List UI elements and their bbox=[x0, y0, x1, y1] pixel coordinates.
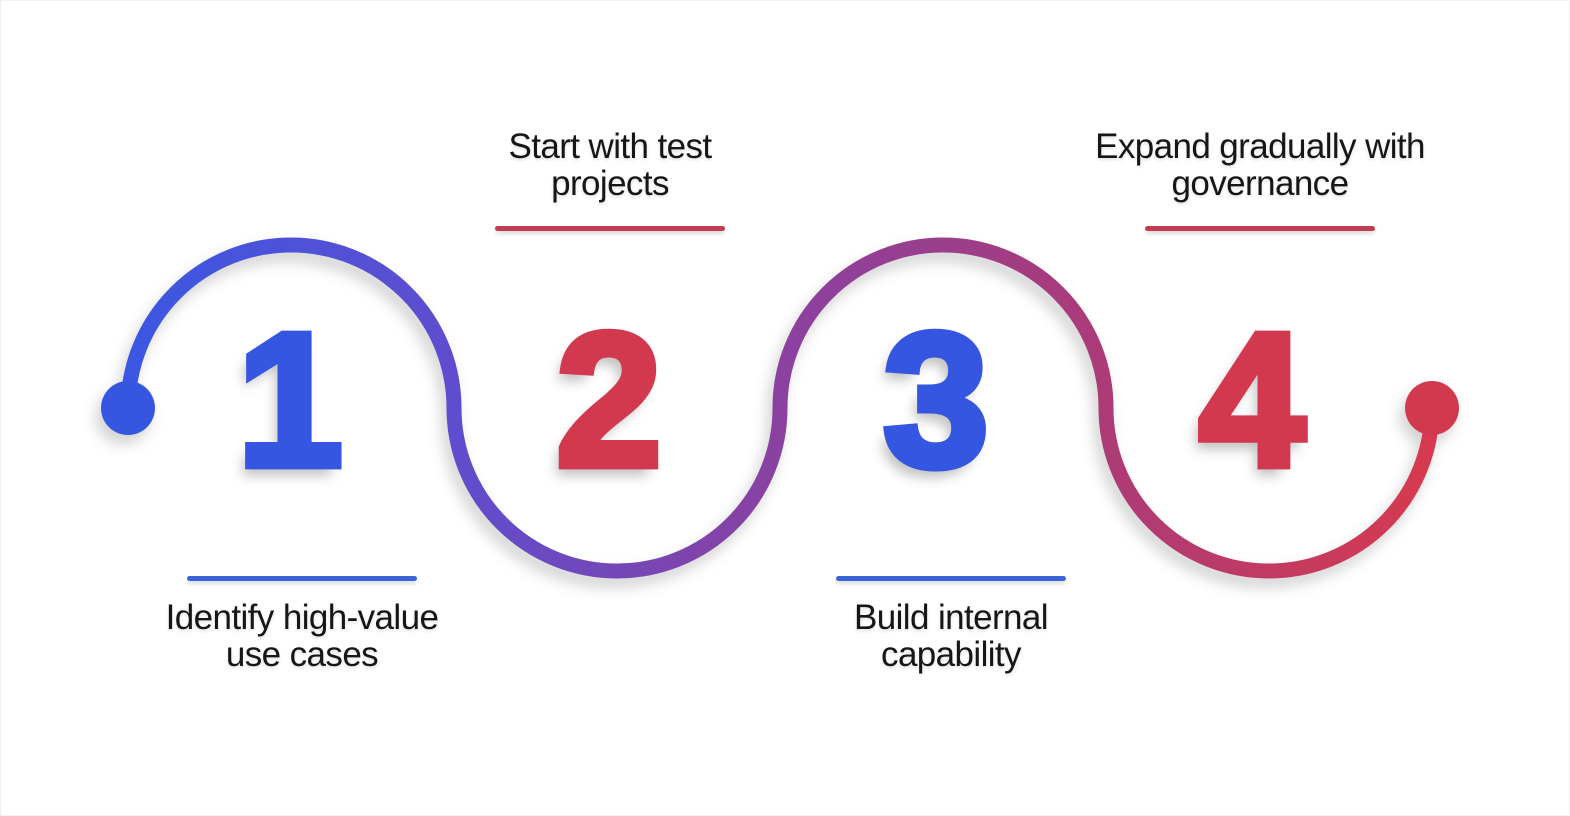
wave-start-dot bbox=[101, 381, 155, 435]
step-1-number: 1 bbox=[233, 294, 347, 507]
step-3-underline bbox=[836, 576, 1066, 581]
step-2-underline bbox=[495, 226, 725, 231]
step-1-label: Identify high-value use cases bbox=[166, 599, 439, 673]
label-line: use cases bbox=[225, 635, 379, 674]
label-line: projects bbox=[551, 164, 669, 203]
step-2-number: 2 bbox=[552, 294, 666, 507]
step-3-label: Build internal capability bbox=[854, 598, 1049, 674]
step-3-number: 3 bbox=[879, 294, 993, 507]
label-line: Expand gradually with bbox=[1095, 127, 1425, 166]
label-line: Build internal bbox=[854, 598, 1049, 637]
label-line: capability bbox=[881, 635, 1022, 674]
label-line: Start with test bbox=[508, 127, 712, 166]
step-4-label: Expand gradually with governance bbox=[1095, 128, 1425, 202]
step-4-underline bbox=[1145, 226, 1375, 231]
wave-path bbox=[120, 237, 1440, 579]
label-line: Identify high-value bbox=[165, 598, 439, 637]
label-line: governance bbox=[1171, 164, 1350, 203]
step-1-underline bbox=[187, 576, 417, 581]
wave-end-dot bbox=[1405, 381, 1459, 435]
step-2-label: Start with test projects bbox=[508, 127, 712, 203]
step-4-number: 4 bbox=[1195, 294, 1309, 507]
